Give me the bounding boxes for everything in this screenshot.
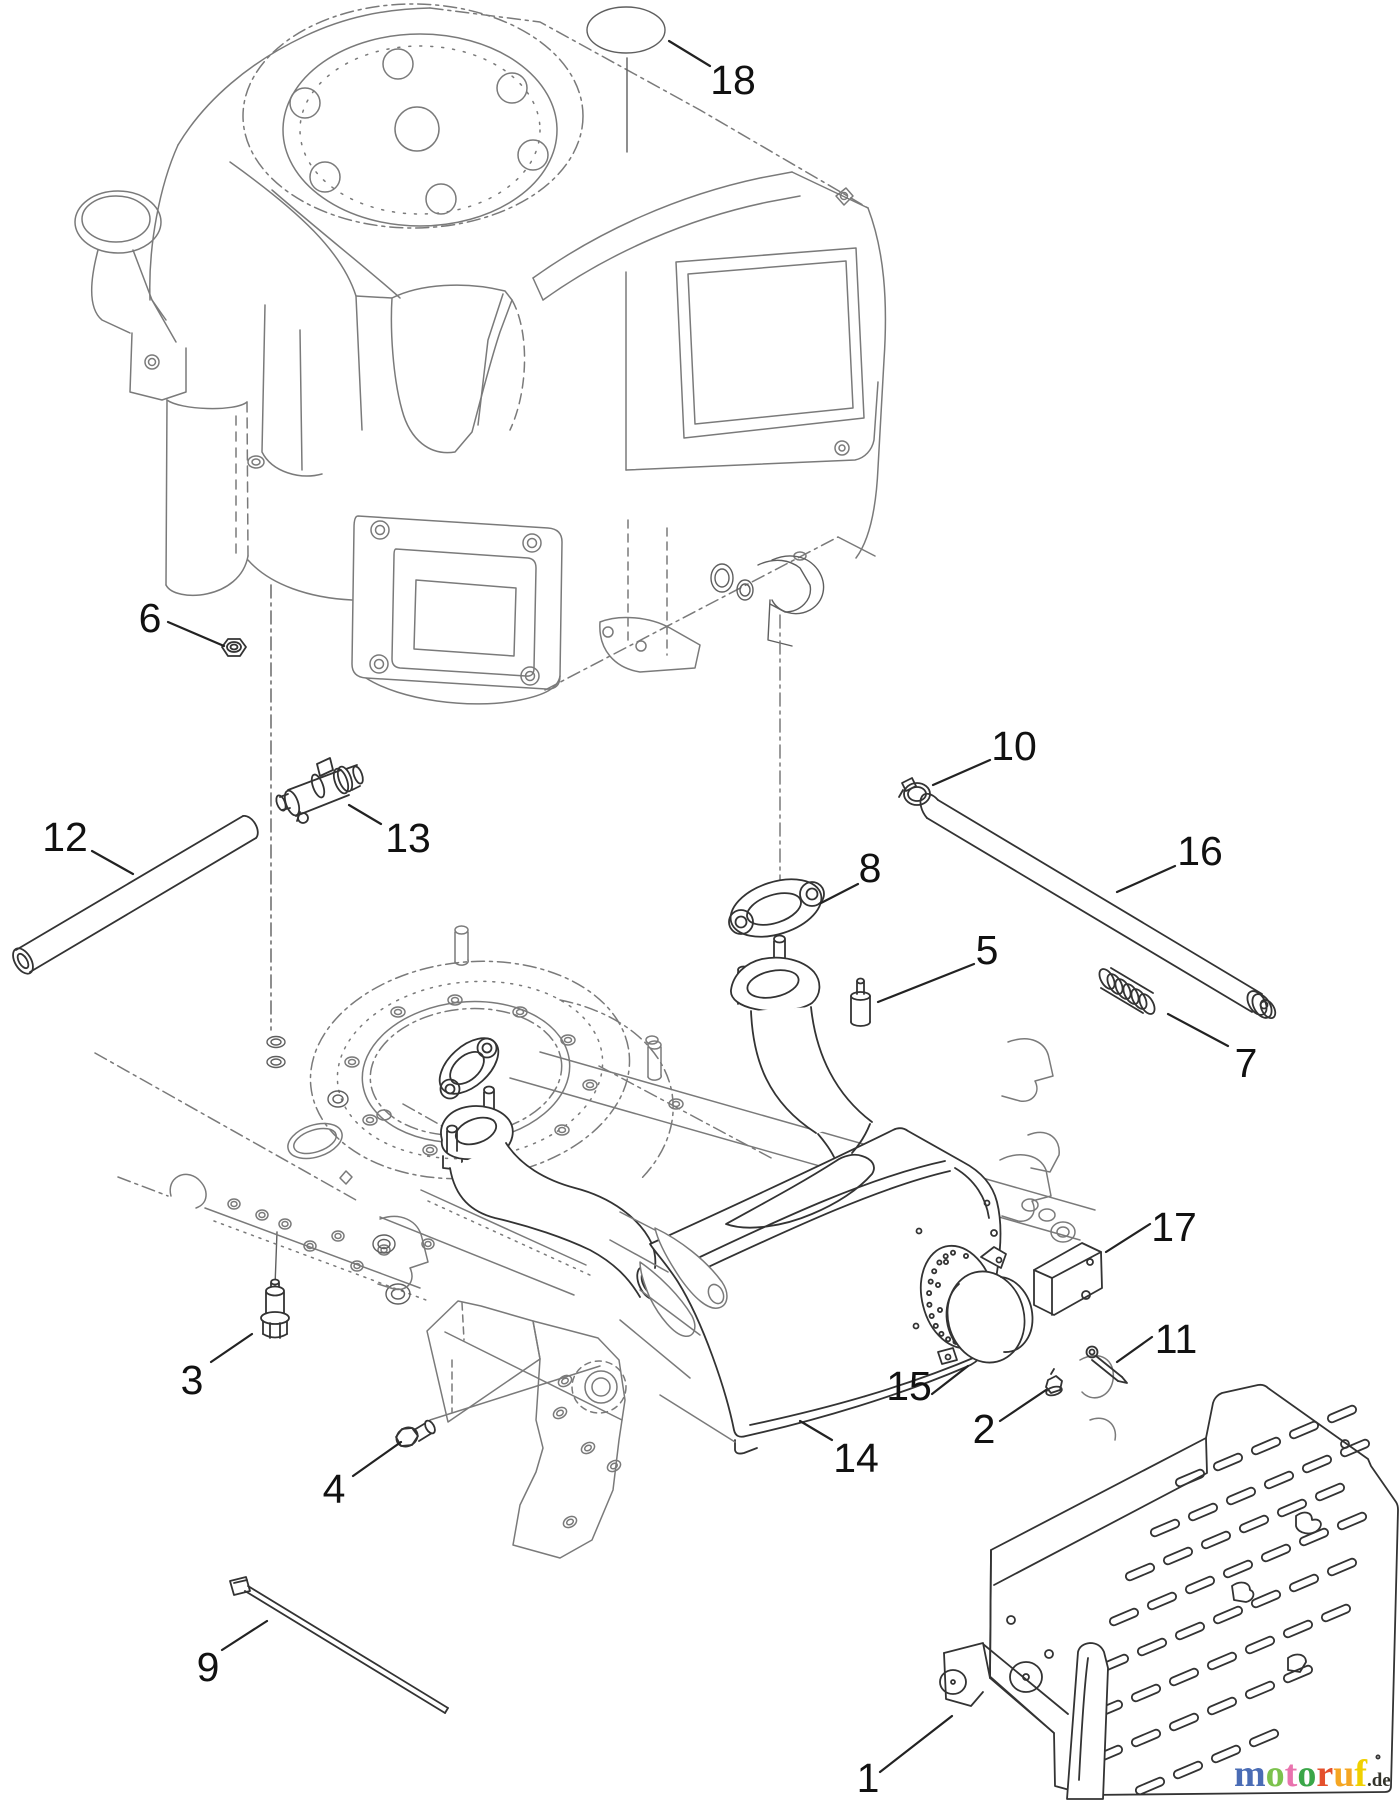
svg-text:8: 8 <box>859 845 882 891</box>
svg-text:18: 18 <box>710 57 756 103</box>
svg-text:10: 10 <box>991 723 1037 769</box>
svg-text:13: 13 <box>385 815 431 861</box>
svg-text:15: 15 <box>886 1363 932 1409</box>
svg-text:14: 14 <box>833 1435 879 1481</box>
svg-text:2: 2 <box>973 1406 996 1452</box>
svg-text:4: 4 <box>323 1466 346 1512</box>
svg-text:6: 6 <box>139 595 162 641</box>
svg-text:motoruf.de: motoruf.de <box>1234 1753 1391 1795</box>
svg-text:9: 9 <box>197 1644 220 1690</box>
svg-text:11: 11 <box>1155 1316 1198 1362</box>
svg-text:7: 7 <box>1235 1040 1258 1086</box>
svg-text:12: 12 <box>42 814 88 860</box>
svg-text:5: 5 <box>976 927 999 973</box>
svg-text:3: 3 <box>181 1357 204 1403</box>
svg-text:1: 1 <box>857 1755 880 1800</box>
svg-text:17: 17 <box>1151 1204 1197 1250</box>
svg-text:16: 16 <box>1177 828 1223 874</box>
